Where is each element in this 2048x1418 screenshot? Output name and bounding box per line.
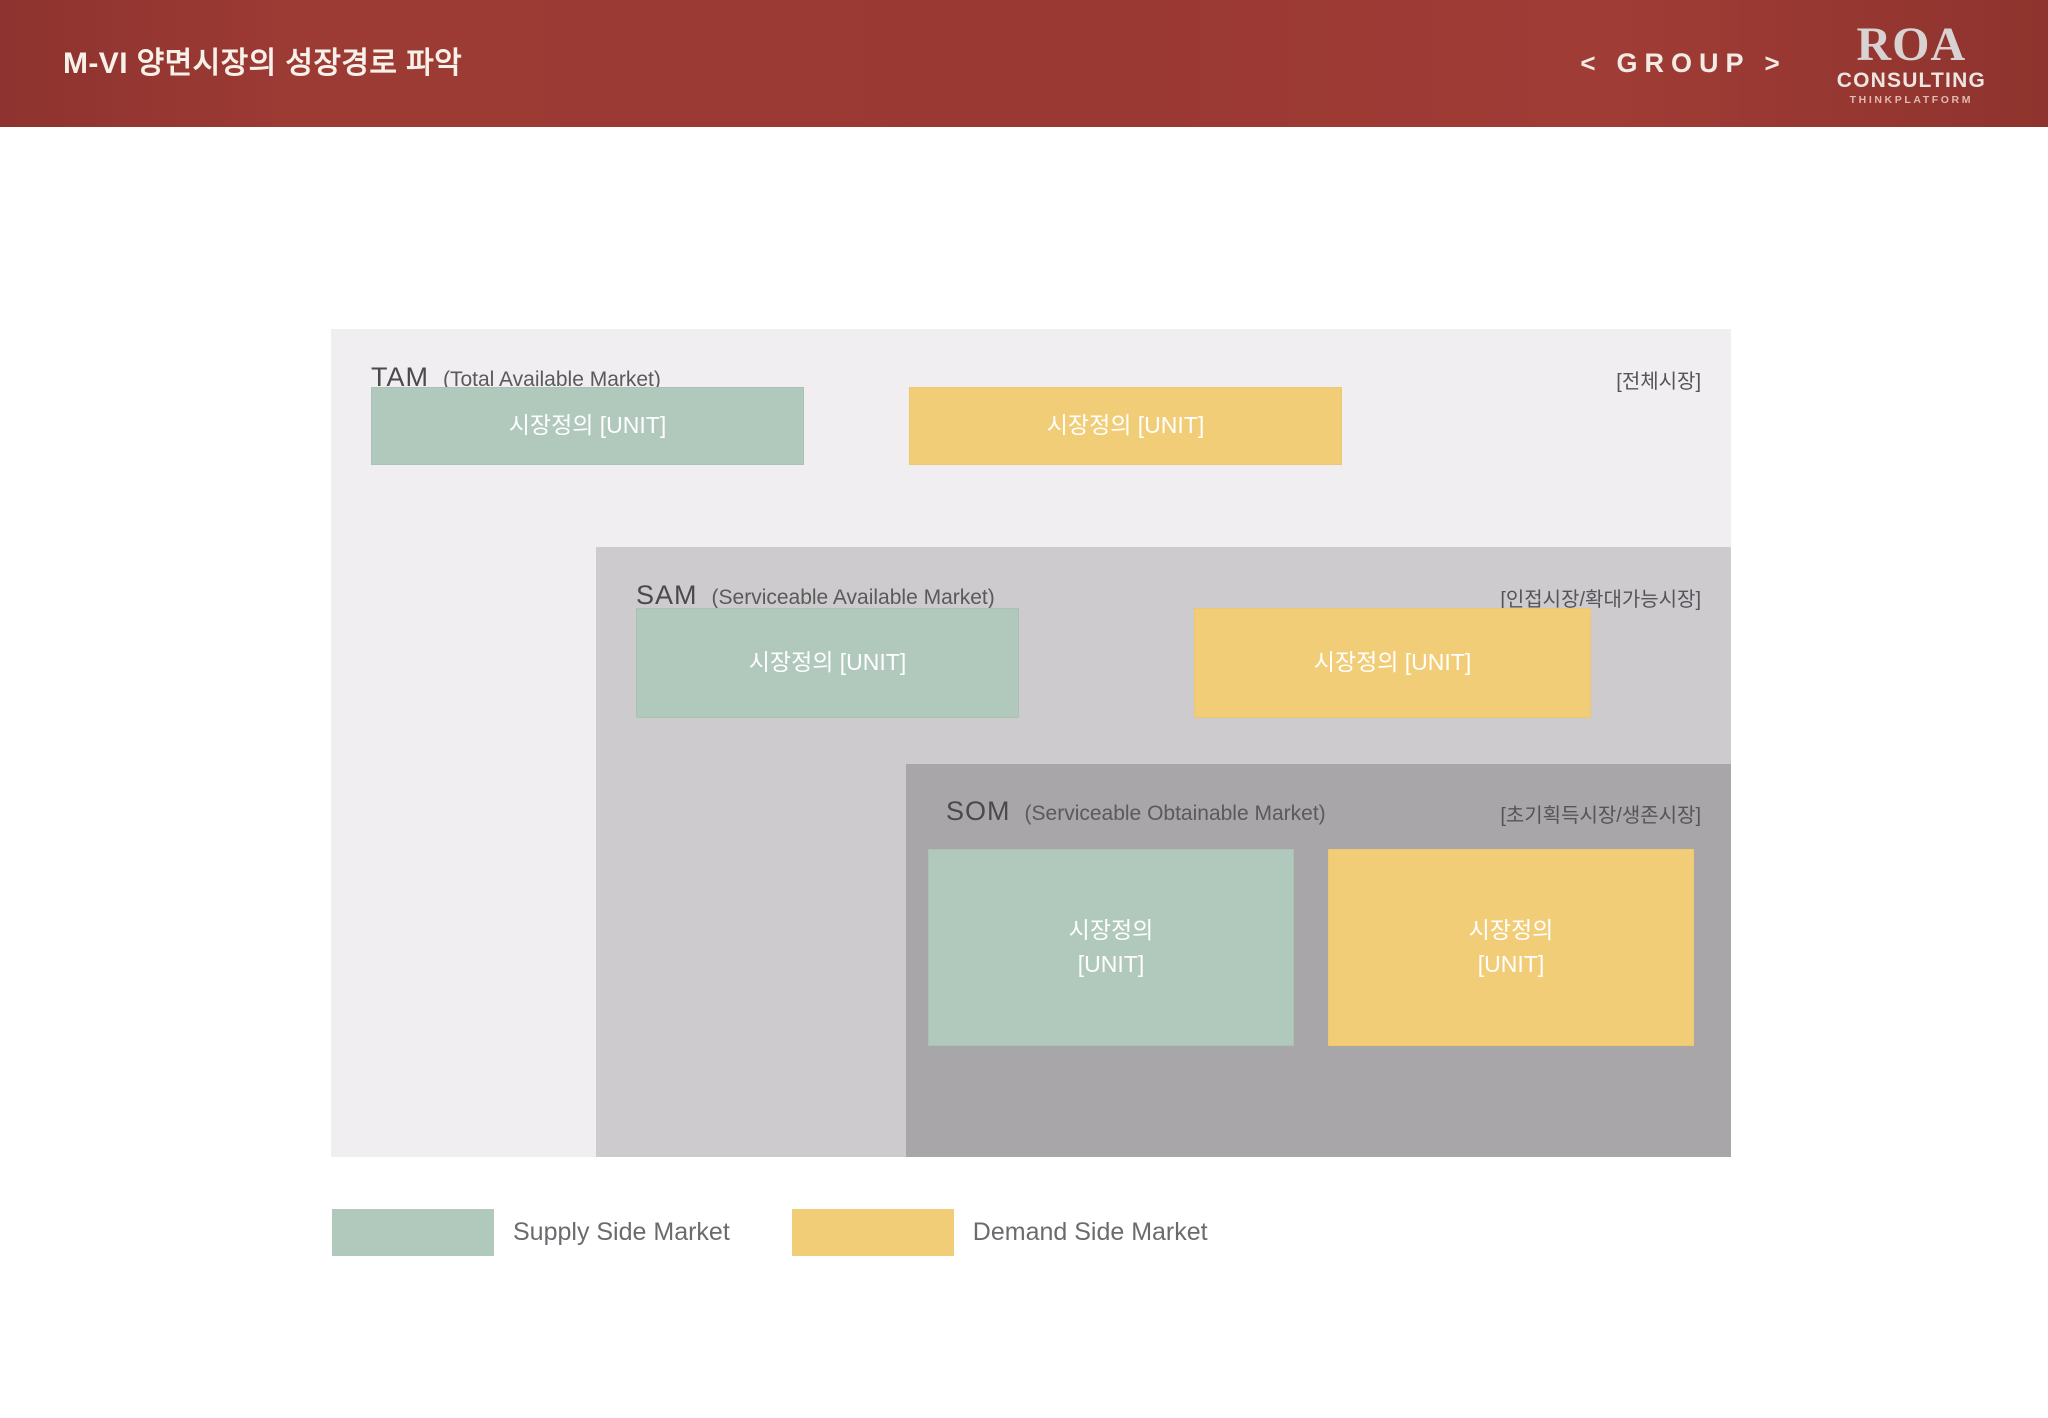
som-abbr: SOM bbox=[946, 796, 1011, 826]
som-supply-label-line2: [UNIT] bbox=[1077, 950, 1145, 977]
header-right-group: < GROUP > ROA CONSULTING THINKPLATFORM bbox=[1576, 0, 2048, 127]
tam-heading: TAM (Total Available Market) bbox=[371, 362, 661, 393]
sam-abbr: SAM bbox=[636, 580, 698, 610]
sam-demand-market[interactable]: 시장정의 [UNIT] bbox=[1194, 608, 1591, 718]
chevron-left-icon[interactable]: < bbox=[1580, 48, 1603, 78]
som-heading: SOM (Serviceable Obtainable Market) bbox=[946, 796, 1326, 827]
som-supply-market[interactable]: 시장정의 [UNIT] bbox=[928, 849, 1294, 1046]
tam-sam-som-diagram: TAM (Total Available Market) [전체시장] 시장정의… bbox=[331, 329, 1731, 1157]
logo-tagline: THINKPLATFORM bbox=[1849, 94, 1974, 107]
logo-company-name: CONSULTING bbox=[1836, 69, 1986, 93]
sam-tag: [인접시장/확대가능시장] bbox=[1500, 589, 1701, 611]
chevron-right-icon[interactable]: > bbox=[1764, 48, 1787, 78]
legend-label-supply: Supply Side Market bbox=[513, 1218, 730, 1246]
legend-swatch-demand bbox=[791, 1209, 954, 1256]
som-demand-label-line1: 시장정의 bbox=[1468, 917, 1554, 944]
group-nav-label[interactable]: GROUP bbox=[1616, 48, 1751, 78]
som-demand-market[interactable]: 시장정의 [UNIT] bbox=[1328, 849, 1694, 1046]
tam-demand-market[interactable]: 시장정의 [UNIT] bbox=[909, 387, 1342, 465]
sam-fullname: (Serviceable Available Market) bbox=[711, 586, 995, 609]
tam-tag: [전체시장] bbox=[1616, 371, 1701, 393]
roa-logo: ROA CONSULTING THINKPLATFORM bbox=[1837, 21, 1986, 106]
logo-wordmark: ROA bbox=[1856, 18, 1967, 72]
page-header: M-VI 양면시장의 성장경로 파악 < GROUP > ROA CONSULT… bbox=[0, 0, 2048, 127]
tam-supply-market[interactable]: 시장정의 [UNIT] bbox=[371, 387, 804, 465]
sam-heading: SAM (Serviceable Available Market) bbox=[636, 580, 995, 611]
legend-swatch-supply bbox=[332, 1209, 494, 1256]
chart-legend: Supply Side Market Demand Side Market bbox=[332, 1209, 1270, 1256]
group-nav[interactable]: < GROUP > bbox=[1576, 48, 1790, 79]
tam-fullname: (Total Available Market) bbox=[443, 368, 661, 391]
page-title: M-VI 양면시장의 성장경로 파악 bbox=[63, 47, 463, 80]
sam-supply-market[interactable]: 시장정의 [UNIT] bbox=[636, 608, 1019, 718]
som-fullname: (Serviceable Obtainable Market) bbox=[1024, 802, 1326, 825]
legend-label-demand: Demand Side Market bbox=[972, 1218, 1208, 1246]
som-demand-label-line2: [UNIT] bbox=[1477, 950, 1545, 977]
som-container: SOM (Serviceable Obtainable Market) [초기획… bbox=[906, 764, 1731, 1157]
som-tag: [초기획득시장/생존시장] bbox=[1500, 805, 1701, 827]
som-supply-label-line1: 시장정의 bbox=[1068, 917, 1154, 944]
